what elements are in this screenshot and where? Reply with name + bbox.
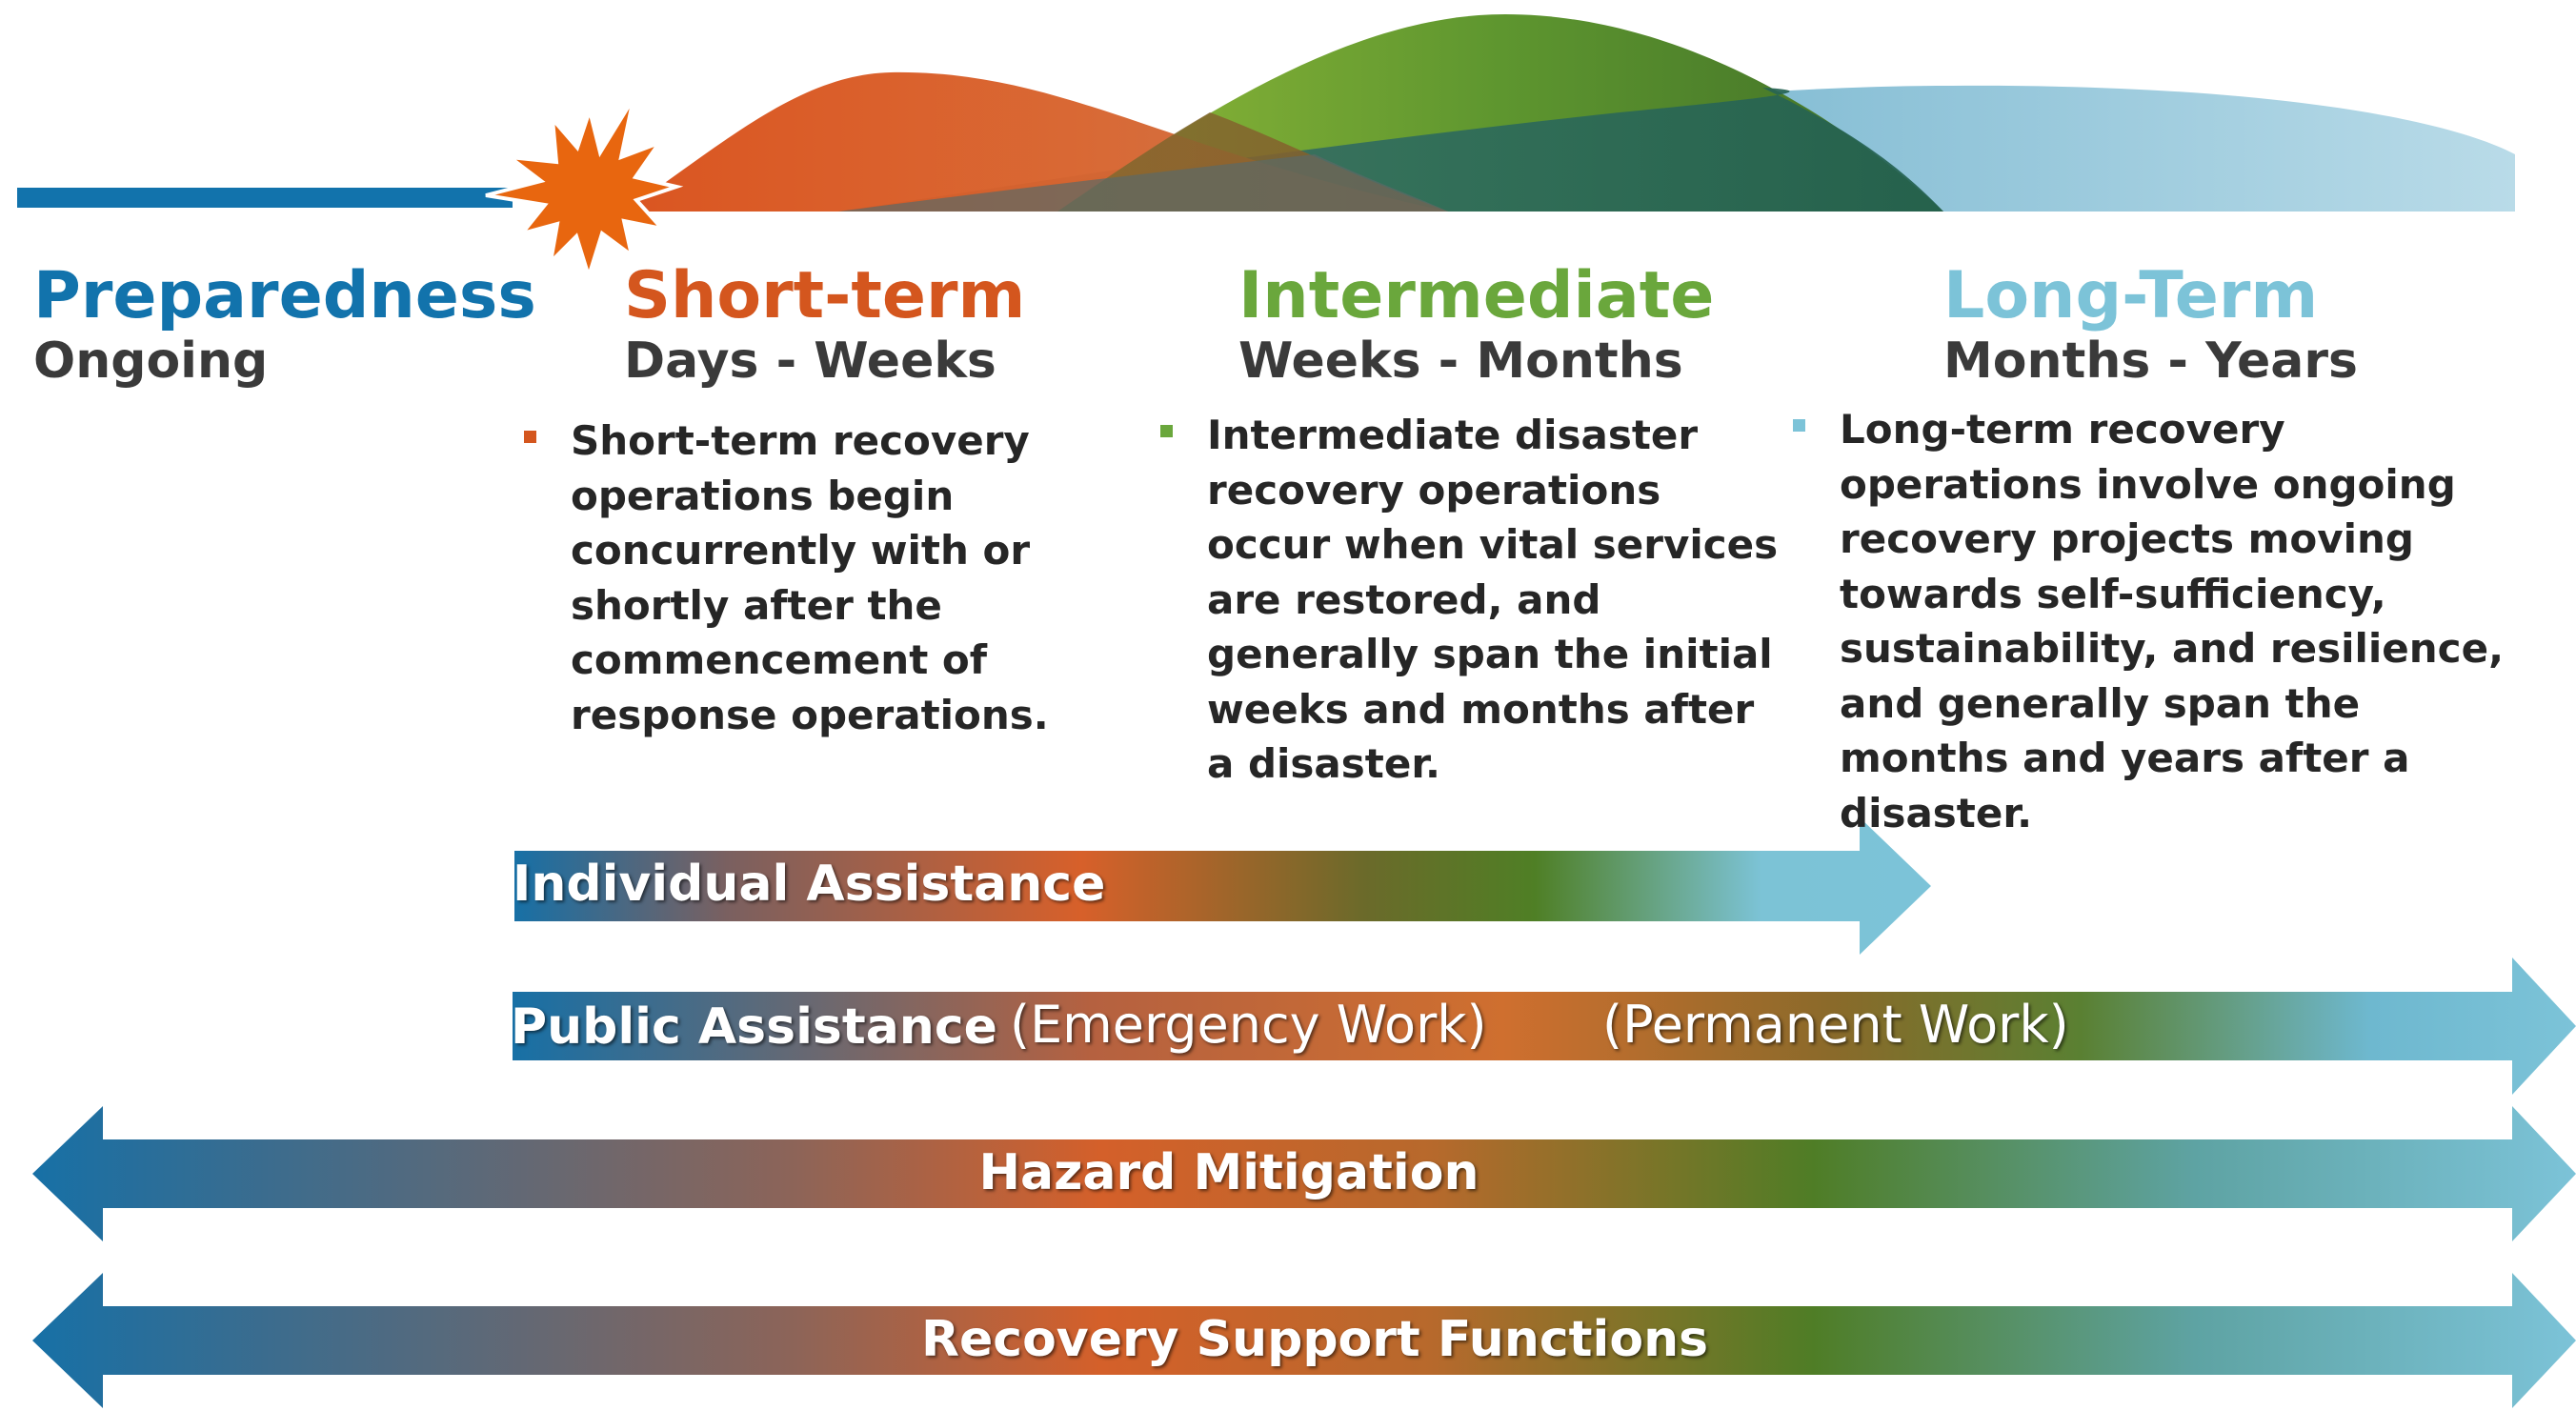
public-assistance-arrow	[513, 957, 2576, 1095]
intermediate-title: Intermediate	[1238, 258, 1715, 333]
long-term-description: Long-term recovery operations involve on…	[1840, 406, 2505, 837]
hazard-mitigation-arrow	[32, 1106, 2576, 1241]
individual-assistance-arrow	[514, 817, 1931, 955]
short-term-description: Short-term recovery operations begin con…	[571, 417, 1049, 738]
recovery-support-functions-arrow	[32, 1273, 2576, 1408]
wave-overlap-dark	[838, 154, 1448, 212]
long-term-bullet: Long-term recovery operations involve on…	[1793, 402, 2536, 840]
intermediate-bullet: Intermediate disaster recovery operation…	[1160, 408, 1789, 792]
emergency-work-note: (Emergency Work)	[1010, 995, 1487, 1055]
short-term-subtitle: Days - Weeks	[624, 333, 996, 390]
preparedness-timeline-line	[17, 188, 513, 208]
short-term-title: Short-term	[624, 258, 1026, 333]
public-assistance-label: Public Assistance	[511, 998, 997, 1056]
preparedness-subtitle: Ongoing	[33, 333, 269, 390]
individual-assistance-label: Individual Assistance	[513, 856, 1106, 913]
long-term-title: Long-Term	[1943, 258, 2319, 333]
long-term-subtitle: Months - Years	[1943, 333, 2358, 390]
bullet-marker	[1793, 419, 1805, 432]
permanent-work-note: (Permanent Work)	[1602, 995, 2069, 1055]
recovery-support-functions-label: Recovery Support Functions	[920, 1311, 1709, 1368]
preparedness-title: Preparedness	[33, 258, 536, 333]
intermediate-subtitle: Weeks - Months	[1238, 333, 1683, 390]
intermediate-description: Intermediate disaster recovery operation…	[1207, 412, 1779, 787]
bullet-marker	[1160, 425, 1173, 437]
disaster-burst-icon	[485, 96, 684, 283]
short-term-bullet: Short-term recovery operations begin con…	[524, 413, 1057, 742]
hazard-mitigation-label: Hazard Mitigation	[978, 1144, 1479, 1201]
bullet-marker	[524, 431, 536, 443]
